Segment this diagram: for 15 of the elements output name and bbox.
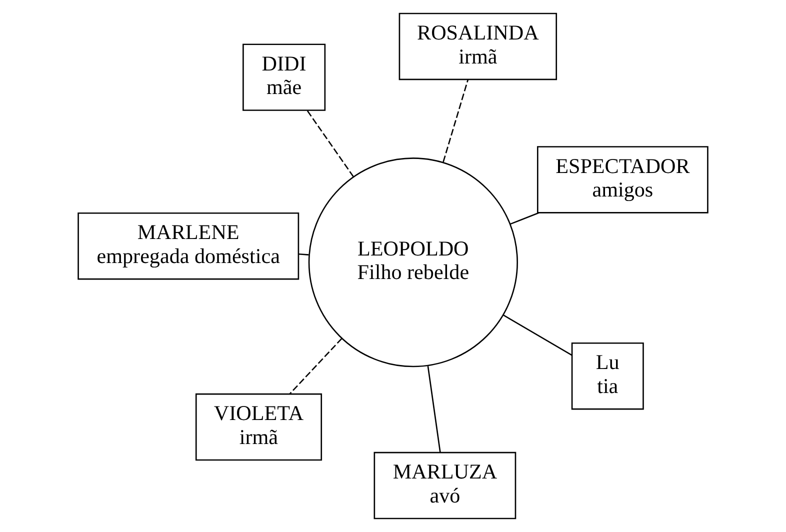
connector [510, 212, 539, 225]
node-box: MARLENE empregada doméstica [78, 212, 300, 280]
node-circle: LEOPOLDO Filho rebelde [308, 158, 518, 368]
connector [427, 366, 441, 452]
node-box: ESPECTADOR amigos [537, 146, 708, 214]
node-box: DIDI mãe [242, 44, 326, 111]
connector [306, 110, 354, 178]
connector [289, 338, 342, 395]
connector [503, 314, 572, 356]
node-box: VIOLETA irmã [195, 393, 322, 461]
node-box: Lu tia [571, 342, 644, 410]
connector [298, 253, 309, 256]
connector [442, 79, 469, 162]
node-box: ROSALINDA irmã [398, 12, 558, 80]
node-box: MARLUZA avó [374, 452, 516, 520]
